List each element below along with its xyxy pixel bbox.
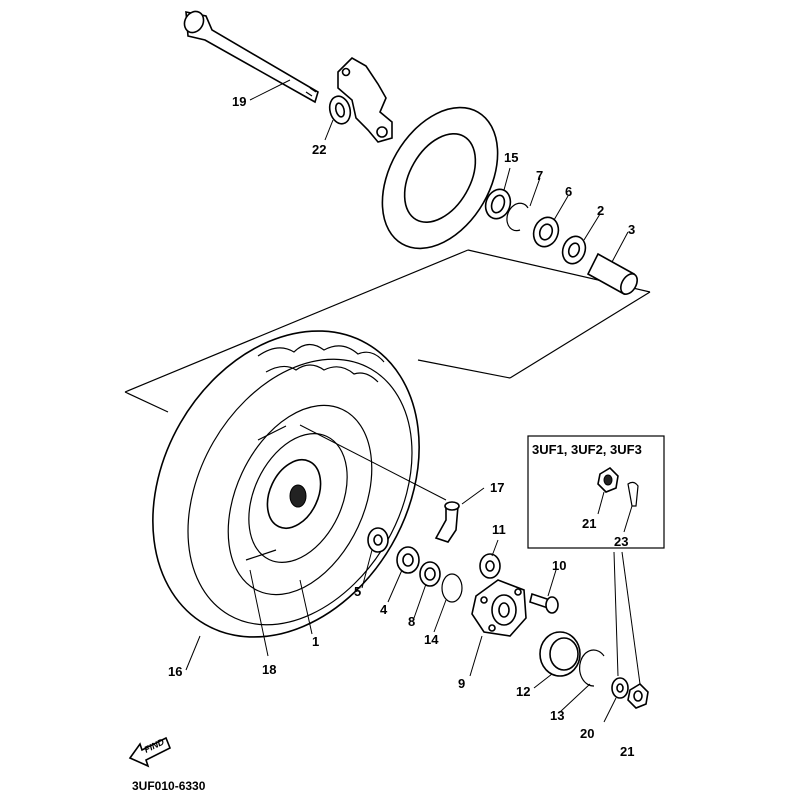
assembly-plane xyxy=(124,249,651,413)
callout-9: 9 xyxy=(458,676,465,691)
circlip-13 xyxy=(579,649,605,687)
inset-title: 3UF1, 3UF2, 3UF3 xyxy=(532,442,642,457)
callout-7: 7 xyxy=(536,168,543,183)
bearing-12 xyxy=(539,631,581,677)
callout-17: 17 xyxy=(490,480,504,495)
callout-8: 8 xyxy=(408,614,415,629)
brake-disc xyxy=(381,106,499,250)
variant-inset xyxy=(527,435,665,549)
collar xyxy=(328,95,352,125)
o-ring-14 xyxy=(441,573,463,603)
nut xyxy=(627,682,649,709)
oil-seal-8 xyxy=(419,561,441,587)
inset-callout-23: 23 xyxy=(614,534,628,549)
oil-seal xyxy=(484,188,512,220)
caliper-bracket xyxy=(337,57,393,143)
callout-2: 2 xyxy=(597,203,604,218)
collar-11 xyxy=(479,553,501,579)
callout-18: 18 xyxy=(262,662,276,677)
callout-21: 21 xyxy=(620,744,634,759)
callout-19: 19 xyxy=(232,94,246,109)
callout-6: 6 xyxy=(565,184,572,199)
callout-1: 1 xyxy=(312,634,319,649)
callout-11: 11 xyxy=(492,522,506,537)
callout-13: 13 xyxy=(550,708,564,723)
bearing-small xyxy=(561,235,587,265)
spacer-5 xyxy=(367,527,389,553)
callout-14: 14 xyxy=(424,632,439,647)
callout-22: 22 xyxy=(312,142,326,157)
callout-20: 20 xyxy=(580,726,594,741)
wheel xyxy=(227,404,373,596)
bearing-4 xyxy=(396,546,420,574)
sprocket-hub xyxy=(471,579,527,637)
washer xyxy=(611,677,629,699)
leader-lines xyxy=(185,79,641,723)
callout-16: 16 xyxy=(168,664,182,679)
spacer xyxy=(586,252,638,296)
circlip xyxy=(506,202,529,232)
callout-5: 5 xyxy=(354,584,361,599)
inset-callout-21: 21 xyxy=(582,516,596,531)
bearing xyxy=(532,216,560,248)
valve xyxy=(434,501,460,543)
bolt xyxy=(529,592,559,614)
callout-12: 12 xyxy=(516,684,530,699)
find-arrow-icon xyxy=(128,736,172,768)
callout-15: 15 xyxy=(504,150,518,165)
callout-3: 3 xyxy=(628,222,635,237)
callout-10: 10 xyxy=(552,558,566,573)
drawing-code: 3UF010-6330 xyxy=(132,779,206,793)
axle xyxy=(183,10,319,104)
callout-4: 4 xyxy=(380,602,388,617)
callout-labels: 19 22 15 7 6 2 3 17 11 10 5 4 8 14 1 16 … xyxy=(168,94,635,759)
